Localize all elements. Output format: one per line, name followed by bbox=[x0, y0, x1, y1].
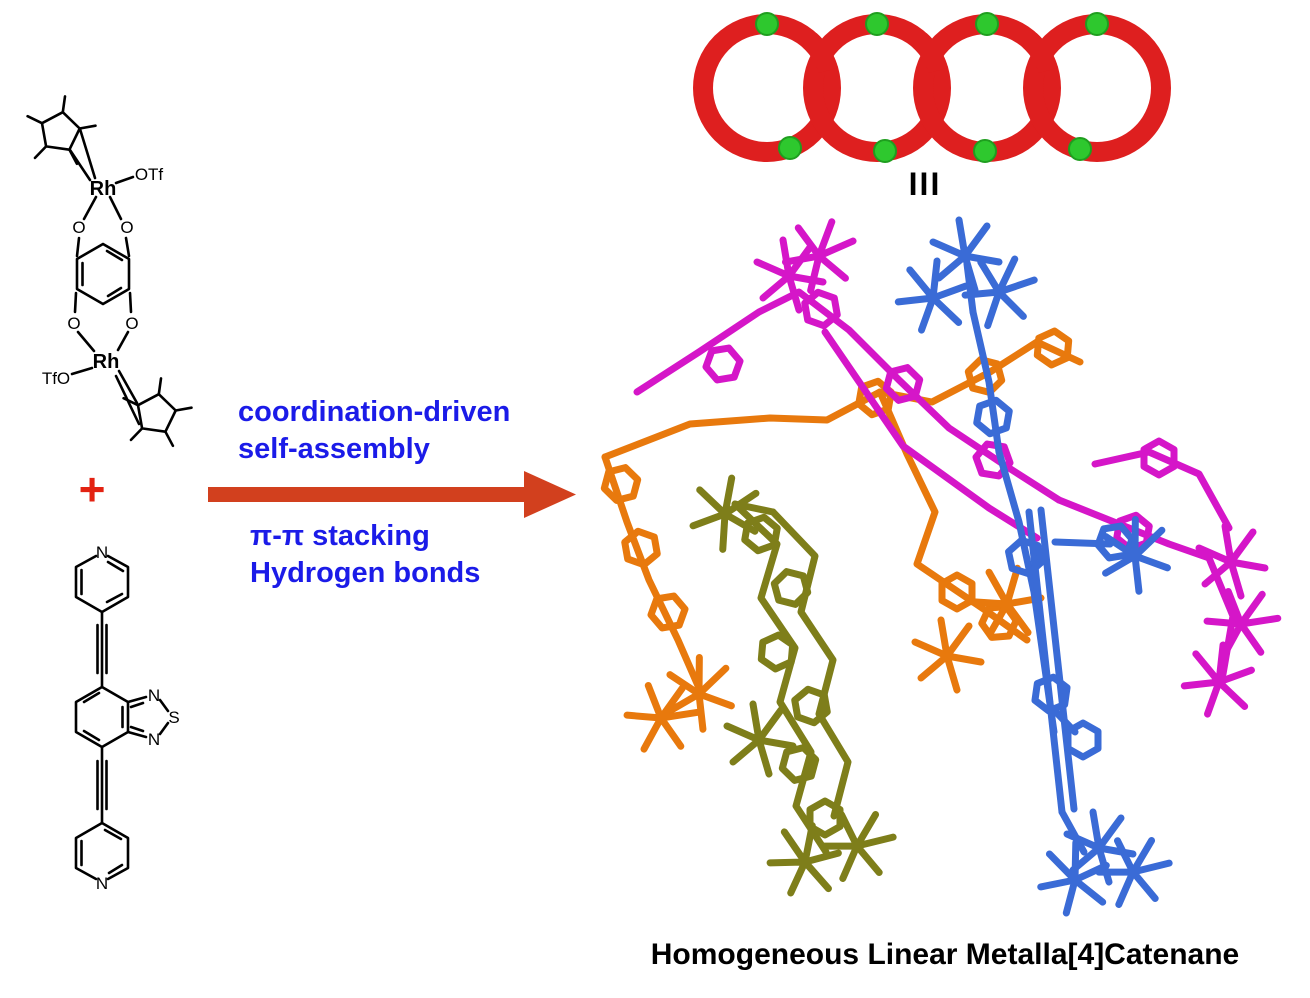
aryl-ring bbox=[743, 515, 778, 554]
alkyne-top-triple-bond bbox=[96, 610, 108, 689]
ring-diagram-label: III bbox=[908, 166, 942, 202]
pyridine-bottom-ring bbox=[74, 821, 130, 881]
thiadiazole-ring-bonds bbox=[126, 695, 170, 739]
cp-star-burst bbox=[1087, 824, 1183, 920]
cp-star-burst bbox=[1173, 634, 1265, 728]
assembly-label: coordination-driven self-assembly bbox=[238, 394, 510, 468]
rh-otf-bond-top bbox=[114, 175, 135, 185]
atom-label-n-btd-top: N bbox=[148, 686, 160, 705]
cp-star-ligand-top bbox=[26, 95, 97, 166]
backbone-chain bbox=[731, 500, 830, 856]
rh-o-bonds-top bbox=[82, 195, 123, 221]
catenane-ring-olive bbox=[683, 469, 906, 906]
reaction-arrow bbox=[208, 471, 576, 518]
backbone-chain bbox=[633, 288, 1063, 504]
pyridine-top-double-bonds bbox=[80, 560, 125, 604]
alkyne-bottom-triple-bond bbox=[96, 745, 108, 825]
assembly-label-line1: coordination-driven bbox=[238, 396, 511, 428]
backbone-chain bbox=[1037, 506, 1078, 813]
plus-sign: + bbox=[78, 463, 106, 515]
rh-complex-structure: Rh OTf O O O O Rh TfO bbox=[26, 95, 193, 448]
rh-tfo-bond bbox=[70, 366, 94, 376]
atom-label-rh-top: Rh bbox=[90, 178, 117, 200]
cp-methyl-bonds bbox=[26, 95, 97, 166]
pyridine-bottom-double-bonds bbox=[80, 828, 124, 875]
metal-node bbox=[973, 139, 997, 163]
cp-methyl-bonds bbox=[122, 377, 193, 448]
backbone-chain bbox=[1091, 448, 1233, 532]
cp-star-ligand-bottom bbox=[122, 377, 193, 448]
atom-label-rh-bottom: Rh bbox=[93, 351, 120, 373]
atom-label-n-pyridine-bottom: N bbox=[96, 874, 108, 893]
catecholate-benzene-ring bbox=[75, 242, 131, 306]
metalla-catenane-model bbox=[575, 212, 1310, 932]
ring-weave-arc-2 bbox=[912, 32, 949, 74]
cp-pentagon bbox=[40, 110, 81, 151]
cp-star-burst bbox=[683, 469, 769, 557]
atom-label-o-top-left: O bbox=[72, 218, 85, 237]
catenane-ring-orange bbox=[601, 330, 1084, 766]
btd-benzene-double-bonds bbox=[82, 691, 124, 742]
metal-node bbox=[1085, 12, 1109, 36]
metal-node bbox=[778, 136, 802, 160]
o-ring-bonds-bottom bbox=[73, 291, 133, 314]
pyridine-top-ring bbox=[74, 554, 130, 614]
dipyridyl-ligand-structure: N N S N N bbox=[74, 543, 180, 893]
thiadiazole-double-bonds bbox=[129, 701, 145, 733]
o-ring-bonds-top bbox=[75, 236, 131, 258]
atom-label-o-top-right: O bbox=[120, 218, 133, 237]
atom-label-o-bottom-right: O bbox=[125, 314, 138, 333]
interaction-label: π-π stacking Hydrogen bonds bbox=[250, 518, 480, 592]
aryl-ring bbox=[761, 634, 794, 670]
ring-double-bond-marks bbox=[81, 249, 124, 298]
catenane-ring-blue bbox=[887, 220, 1182, 926]
ring-weave-arc-3 bbox=[1022, 32, 1059, 74]
figure-caption: Homogeneous Linear Metalla[4]Catenane bbox=[650, 938, 1240, 971]
atom-label-n-pyridine-top: N bbox=[96, 543, 108, 562]
atom-label-s-btd: S bbox=[168, 708, 179, 727]
arrow-shaft bbox=[208, 487, 526, 502]
catenane-ring-magenta bbox=[633, 212, 1290, 728]
metal-node bbox=[755, 12, 779, 36]
metal-node bbox=[975, 12, 999, 36]
atom-label-n-btd-bottom: N bbox=[148, 730, 160, 749]
backbone-chain bbox=[1025, 508, 1066, 816]
backbone-chain bbox=[1055, 496, 1213, 562]
atom-label-o-bottom-left: O bbox=[67, 314, 80, 333]
backbone-chain bbox=[821, 328, 1041, 542]
rh-cp-bonds-bottom bbox=[114, 369, 141, 426]
group-label-tfo-bottom: TfO bbox=[42, 369, 70, 388]
catenane-ring-diagram bbox=[693, 12, 1171, 163]
metal-node bbox=[865, 12, 889, 36]
backbone-chain bbox=[1058, 808, 1088, 856]
arrow-head bbox=[524, 471, 576, 518]
ring-weave-arc-1 bbox=[802, 32, 839, 74]
btd-benzene-ring bbox=[74, 685, 130, 749]
o-rh-bonds-bottom bbox=[76, 330, 130, 353]
interaction-label-line2: Hydrogen bonds bbox=[250, 557, 481, 589]
assembly-label-line2: self-assembly bbox=[238, 433, 430, 465]
cp-pentagon bbox=[136, 392, 177, 433]
cp-star-burst bbox=[662, 653, 739, 733]
rh-cp-bonds-top bbox=[68, 127, 97, 182]
group-label-otf-top: OTf bbox=[135, 165, 164, 184]
interaction-label-line1: π-π stacking bbox=[250, 520, 430, 552]
aryl-ring bbox=[703, 343, 743, 385]
metal-node bbox=[873, 139, 897, 163]
cp-star-burst bbox=[915, 620, 981, 690]
backbone-chain bbox=[769, 508, 852, 820]
metal-node bbox=[1068, 137, 1092, 161]
backbone-chain bbox=[601, 453, 703, 692]
aryl-ring bbox=[1068, 723, 1098, 757]
aryl-ring bbox=[602, 464, 640, 505]
